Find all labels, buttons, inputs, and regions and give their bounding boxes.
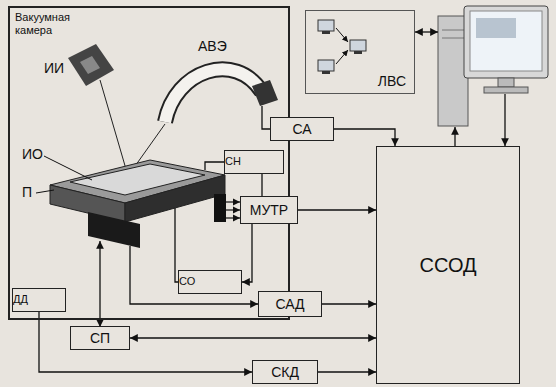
small-monitor — [318, 20, 334, 31]
box-label: СА — [292, 121, 311, 137]
small-stand — [322, 31, 330, 34]
small-monitor — [350, 40, 366, 51]
connector — [318, 371, 376, 372]
process-box: СО — [178, 270, 242, 294]
part-label: ИИ — [44, 60, 64, 76]
computer-icon — [438, 6, 548, 126]
process-box: МУТР — [240, 196, 298, 224]
lan-link — [336, 50, 348, 64]
stage-connector — [214, 194, 226, 222]
sensor-wire — [226, 201, 240, 202]
process-box: СКД — [252, 360, 318, 384]
connector — [242, 224, 252, 282]
box-label: МУТР — [250, 202, 288, 218]
box-label: ССОД — [419, 254, 476, 277]
box-label: СКД — [271, 364, 299, 380]
data-wire — [504, 94, 505, 146]
lan-computers — [318, 20, 366, 74]
box-label: СН — [225, 155, 283, 168]
process-box: СН — [224, 150, 284, 174]
box-label: ДД — [13, 293, 65, 306]
positioner-wire — [99, 241, 100, 327]
leader-line — [44, 156, 92, 180]
box-label: ЛВС — [378, 73, 406, 89]
part-label: П — [22, 184, 32, 200]
ion-source — [68, 44, 114, 86]
process-box: СП — [70, 326, 130, 350]
small-stand — [354, 51, 362, 54]
vacuum-chamber: Вакуумная камераСН СО ДД — [8, 6, 290, 320]
part-label: ИО — [22, 146, 43, 162]
process-box: САД — [258, 291, 322, 317]
box-label: СП — [90, 330, 110, 346]
leader-line — [36, 190, 54, 193]
connector — [130, 337, 376, 338]
analyzer-tube-inner — [165, 69, 262, 122]
box-label: СО — [179, 275, 241, 288]
process-box: СА — [270, 117, 334, 141]
detector-cable — [262, 106, 270, 129]
lan-link — [415, 31, 438, 32]
data-wire — [454, 127, 455, 146]
analyzer-tube — [165, 69, 262, 122]
connector — [39, 312, 252, 372]
connector — [334, 129, 395, 146]
processing-system: ССОД — [376, 146, 520, 384]
drive-slot — [442, 30, 464, 31]
drive-slot — [442, 38, 464, 39]
network-box: ЛВС — [305, 10, 415, 94]
small-stand — [322, 71, 330, 74]
pressure-wire — [130, 246, 258, 304]
monitor-stand — [498, 78, 514, 87]
connector — [298, 209, 376, 210]
lan-link — [336, 28, 348, 42]
connector — [261, 174, 262, 196]
process-box: ДД — [12, 288, 66, 312]
connector — [322, 303, 376, 304]
box-label: САД — [275, 296, 304, 312]
sensor-wire — [226, 209, 240, 210]
screen-window — [476, 18, 516, 38]
stage-drive — [88, 212, 140, 248]
box-label: Вакуумная камера — [15, 11, 95, 37]
ion-source-face — [80, 56, 100, 74]
small-monitor — [318, 60, 334, 71]
part-label: АВЭ — [198, 38, 227, 54]
screen — [470, 11, 542, 71]
monitor-base — [484, 87, 528, 93]
detector — [252, 80, 278, 106]
monitor — [464, 6, 548, 78]
sensor-wire — [226, 217, 240, 218]
